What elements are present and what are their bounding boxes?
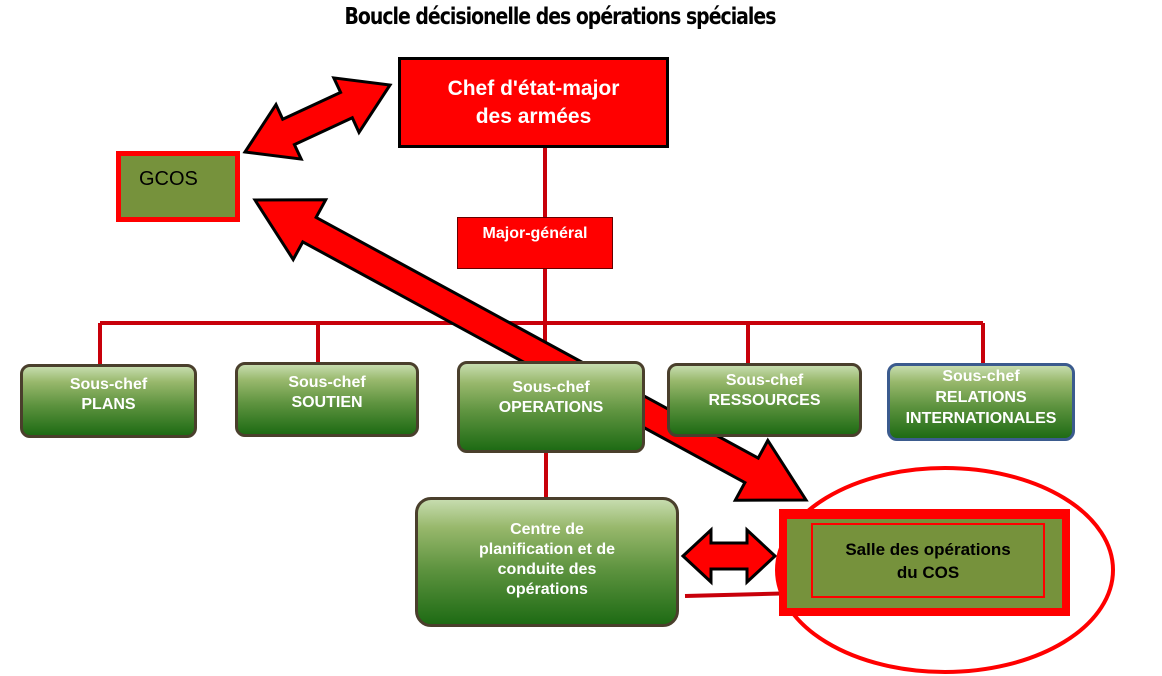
node-label: planification et de <box>478 541 615 558</box>
node-label: Sous-chef <box>725 372 804 389</box>
arrow-gcos-chef <box>242 76 393 161</box>
highlight-ellipse <box>775 466 1115 674</box>
node-label: Sous-chef <box>512 379 590 396</box>
node-label: Centre de <box>510 521 584 538</box>
node-label: Chef d'état-major <box>447 76 620 100</box>
node-sous-chef-soutien: Sous-chef SOUTIEN <box>235 362 419 437</box>
node-major-general: Major-général <box>457 217 613 269</box>
node-gcos: GCOS <box>116 151 240 222</box>
node-label: SOUTIEN <box>291 394 363 411</box>
node-chef-etat-major: Chef d'état-major des armées <box>398 57 669 148</box>
node-salle-inner: Salle des opérations du COS <box>811 523 1045 598</box>
node-sous-chef-operations: Sous-chef OPERATIONS <box>457 361 645 453</box>
node-label: du COS <box>896 562 960 582</box>
node-salle-operations-cos: Salle des opérations du COS <box>779 509 1070 616</box>
node-label: Salle des opérations <box>845 539 1011 559</box>
node-sous-chef-relations: Sous-chef RELATIONS INTERNATIONALES <box>887 363 1075 441</box>
node-label: conduite des <box>497 561 597 578</box>
node-centre-planification: Centre de planification et de conduite d… <box>415 497 679 627</box>
node-label: INTERNATIONALES <box>905 410 1057 427</box>
arrow-centre-salle <box>680 526 778 586</box>
node-label: Sous-chef <box>288 374 366 391</box>
node-label: GCOS <box>139 168 198 190</box>
diagram-title: Boucle décisionelle des opérations spéci… <box>344 4 777 30</box>
node-label: Sous-chef <box>942 368 1020 385</box>
node-label: Major-général <box>482 225 588 242</box>
node-label: des armées <box>475 104 592 128</box>
node-label: RELATIONS <box>935 389 1027 406</box>
node-label: opérations <box>506 581 588 598</box>
node-sous-chef-plans: Sous-chef PLANS <box>20 364 197 438</box>
node-label: Sous-chef <box>69 376 148 393</box>
node-label: RESSOURCES <box>708 392 821 409</box>
node-label: PLANS <box>81 396 136 413</box>
node-label: OPERATIONS <box>498 399 604 416</box>
node-sous-chef-ressources: Sous-chef RESSOURCES <box>667 363 862 437</box>
